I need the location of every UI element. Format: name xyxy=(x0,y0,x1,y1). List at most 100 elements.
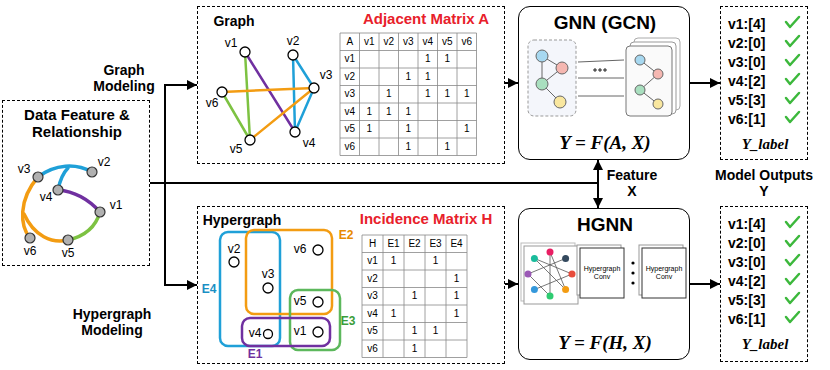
hypergraph-vertex xyxy=(313,245,323,255)
hyperedge-label: E1 xyxy=(248,348,263,362)
hgnn-illustration xyxy=(524,246,578,304)
matrix-cell: 1 xyxy=(391,256,397,268)
matrix-cell: E3 xyxy=(429,238,441,250)
check-mark xyxy=(786,55,799,65)
hgnn-illustration xyxy=(531,255,538,262)
feature-vertex xyxy=(33,172,43,182)
hgnn-illustration xyxy=(642,248,686,298)
gcn-illustration xyxy=(653,69,663,79)
matrix-cell: v3 xyxy=(344,89,355,101)
hgnn-illustration xyxy=(550,252,551,296)
box-title: Graph xyxy=(213,13,254,29)
check-mark xyxy=(786,312,799,322)
hypergraph-vertex xyxy=(313,297,323,307)
graph-edge xyxy=(293,55,295,132)
flow-arrow xyxy=(150,183,598,208)
gcn-illustration xyxy=(635,85,645,95)
matrix-cell: 1 xyxy=(366,124,372,136)
check-mark xyxy=(786,93,799,103)
graph-vertex xyxy=(290,127,300,137)
hgnn-illustration xyxy=(528,274,550,296)
matrix-cell: 1 xyxy=(464,89,470,101)
matrix-cell: v1 xyxy=(344,54,355,66)
box-text: v6:[1] xyxy=(728,111,765,127)
vertex-label: v2 xyxy=(228,243,241,257)
hgnn-illustration xyxy=(525,271,532,278)
matrix-cell: v4 xyxy=(422,36,433,48)
matrix-cell: v4 xyxy=(344,106,355,118)
vertex-label: v4 xyxy=(40,191,53,205)
hgnn-illustration xyxy=(631,271,634,274)
vertex-label: v2 xyxy=(287,35,300,49)
gcn-illustration xyxy=(554,96,566,108)
gcn-illustration xyxy=(594,69,597,72)
matrix-grid xyxy=(362,235,467,358)
hgnn-illustration xyxy=(521,243,686,304)
gcn-illustration xyxy=(536,50,548,62)
matrix-grid xyxy=(340,33,477,358)
check-mark xyxy=(786,217,799,227)
check-mark xyxy=(786,255,799,265)
vertex-label: v5 xyxy=(230,143,243,157)
data-box: Data Feature & Relationship xyxy=(2,100,150,266)
check-mark xyxy=(786,293,799,303)
box-text: v6:[1] xyxy=(728,311,765,327)
check-mark xyxy=(786,17,799,27)
vertex-label: v1 xyxy=(110,199,123,213)
graph-vertex xyxy=(288,50,298,60)
matrix-cell: 1 xyxy=(464,124,470,136)
hgnn-illustration xyxy=(562,286,569,293)
matrix-cell: 1 xyxy=(425,89,431,101)
matrix-grid xyxy=(362,235,467,358)
flow-arrow xyxy=(690,283,720,285)
matrix-cell: 1 xyxy=(405,124,411,136)
model-box: GNN (GCN)Y = F(A, X) xyxy=(518,6,690,160)
gcn-illustration xyxy=(578,96,624,97)
matrix-grid xyxy=(340,33,477,156)
box-text: v5:[3] xyxy=(728,292,765,308)
box-text: Y = F(A, X) xyxy=(559,132,650,154)
edge-label: Graph Modeling xyxy=(88,62,160,94)
graph-panel: GraphAdjacent Matrix A xyxy=(197,6,505,164)
graph-edge xyxy=(222,88,314,92)
check-mark xyxy=(786,274,799,284)
hgnn-illustration xyxy=(528,252,572,296)
matrix-cell: v5 xyxy=(367,326,378,338)
box-text: v4:[2] xyxy=(728,273,765,289)
hyperedge xyxy=(290,290,340,350)
feature-vertex xyxy=(53,185,63,195)
feature-vertex xyxy=(87,167,97,177)
matrix-cell: 1 xyxy=(454,308,460,320)
feature-graph-sketch xyxy=(23,166,100,241)
vertex-label: v6 xyxy=(294,243,307,257)
edge-label: Hypergraph Modeling xyxy=(62,306,162,338)
graph-vertex xyxy=(309,83,319,93)
vertex-label: v3 xyxy=(18,163,31,177)
box-text: Y = F(H, X) xyxy=(558,332,652,354)
matrix-cell: 1 xyxy=(405,106,411,118)
flow-arrow xyxy=(150,183,197,285)
matrix-cell: v1 xyxy=(364,36,375,48)
hgnn-illustration xyxy=(547,249,554,256)
graph-edge xyxy=(245,52,295,132)
gcn-illustration xyxy=(536,78,548,90)
hypergraph-vertex xyxy=(229,245,323,339)
box-text: Incidence Matrix H xyxy=(360,210,493,227)
matrix-cell: E4 xyxy=(450,238,462,250)
vertex-label: v4 xyxy=(249,327,262,341)
matrix-cell: A xyxy=(346,36,353,48)
vertex-label: v1 xyxy=(225,37,238,51)
hyperedge-label: E4 xyxy=(202,283,217,297)
vertex-label: v4 xyxy=(303,137,316,151)
matrix-cell: 1 xyxy=(454,273,460,285)
matrix-cell: v2 xyxy=(383,36,394,48)
box-title: HGNN xyxy=(577,214,633,236)
matrix-cell: v2 xyxy=(344,71,355,83)
box-title: Data Feature & Relationship xyxy=(7,106,147,141)
hgnn-illustration xyxy=(562,255,569,262)
flow-arrow xyxy=(150,85,197,183)
hgnn-illustration xyxy=(531,286,538,293)
gcn-illustration xyxy=(626,46,672,116)
vertex-label: v3 xyxy=(262,268,275,282)
